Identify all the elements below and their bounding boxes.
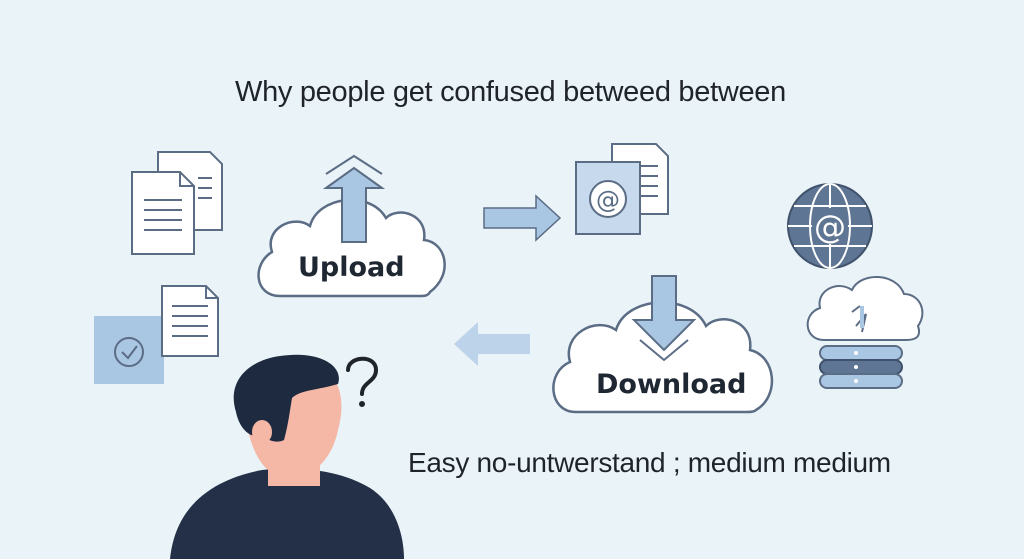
document-icon	[161, 285, 219, 357]
person-illustration	[170, 354, 404, 559]
checkbox-icon	[94, 316, 164, 384]
arrow-left-icon	[454, 322, 530, 366]
svg-text:@: @	[814, 208, 846, 246]
question-mark-icon	[346, 356, 379, 407]
cloud-server-icon	[806, 276, 924, 389]
svg-text:@: @	[596, 186, 620, 214]
diagram-title: Why people get confused betweed between	[235, 76, 786, 108]
diagram-caption: Easy no-untwerstand ; medium medium	[408, 447, 891, 478]
at-globe-icon: @	[787, 183, 873, 269]
upload-cloud-icon	[257, 154, 446, 298]
document-stack-icon	[131, 151, 223, 255]
download-cloud-icon	[552, 275, 773, 414]
email-document-icon: @	[575, 143, 669, 235]
arrow-right-icon	[483, 194, 562, 242]
upload-label: Upload	[298, 252, 405, 283]
download-label: Download	[596, 369, 747, 400]
